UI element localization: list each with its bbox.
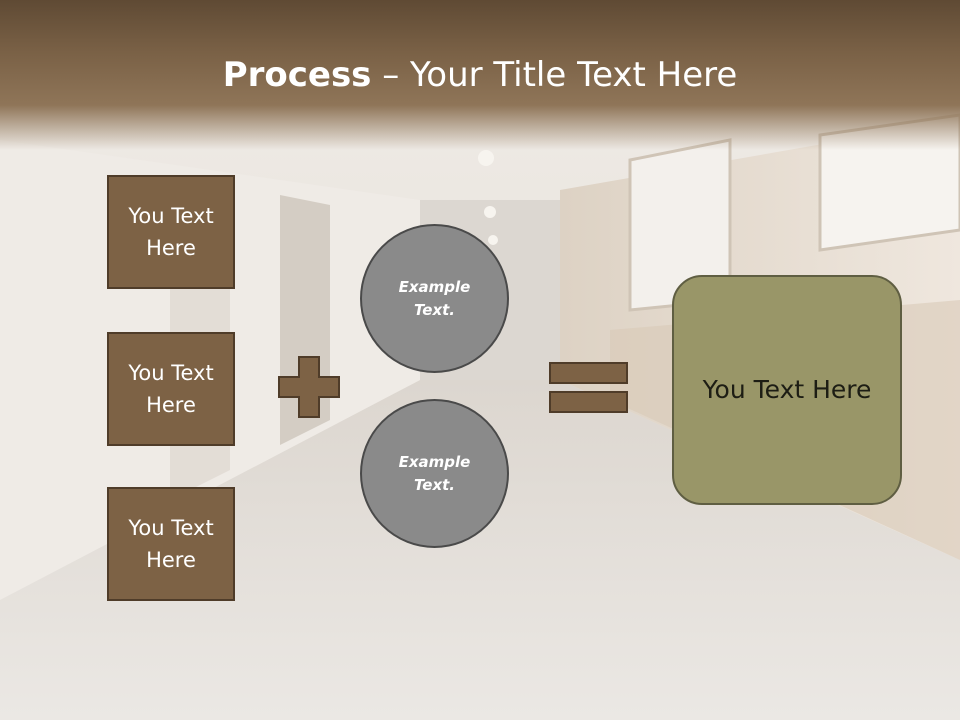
title-bold-text: Process [222,55,372,95]
example-circle-1-label: Example Text. [398,277,471,319]
result-box-label: You Text Here [702,375,872,404]
result-box: You Text Here [672,275,902,505]
header-band [0,0,960,150]
example-circle-2-label: Example Text. [398,452,471,494]
input-box-3-label: You Text Here [128,516,214,572]
title-rest-text: – Your Title Text Here [371,55,738,95]
example-circle-1: Example Text. [360,224,509,373]
input-box-2: You Text Here [107,332,235,446]
input-box-2-label: You Text Here [128,361,214,417]
example-circle-2: Example Text. [360,399,509,548]
input-box-1-label: You Text Here [128,204,214,260]
input-box-1: You Text Here [107,175,235,289]
equals-icon [549,362,628,413]
input-box-3: You Text Here [107,487,235,601]
slide-title: Process – Your Title Text Here [0,52,960,98]
plus-icon [278,356,340,418]
